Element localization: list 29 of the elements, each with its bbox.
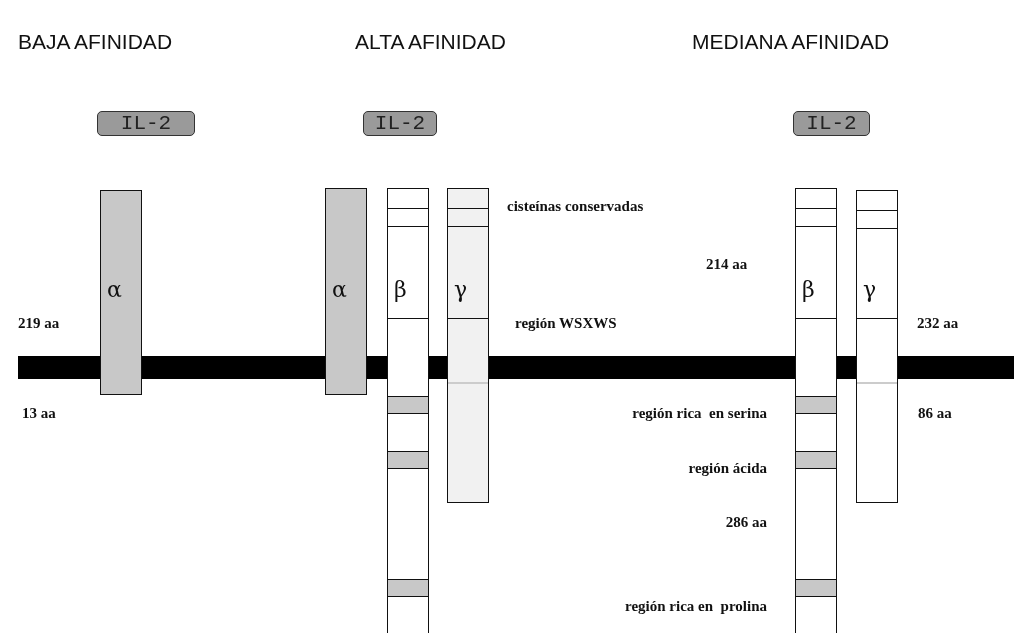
receptor-chain bbox=[100, 190, 142, 395]
chain-letter: γ bbox=[454, 279, 468, 301]
chain-letter: α bbox=[332, 279, 347, 301]
chain-letter: β bbox=[394, 279, 407, 301]
section-heading: ALTA AFINIDAD bbox=[355, 30, 506, 54]
annotation-text: región rica en serina bbox=[632, 404, 767, 423]
chain-letter: β bbox=[802, 279, 815, 301]
receptor-chain bbox=[795, 188, 837, 633]
receptor-chain bbox=[325, 188, 367, 395]
chain-letter: γ bbox=[863, 279, 877, 301]
receptor-chain bbox=[856, 190, 898, 503]
annotation-text: 286 aa bbox=[725, 513, 767, 532]
annotation-text: región ácida bbox=[688, 459, 767, 478]
ligand-box: IL-2 bbox=[97, 111, 195, 136]
annotation-text: 219 aa bbox=[18, 314, 60, 333]
section-heading: BAJA AFINIDAD bbox=[18, 30, 173, 54]
ligand-box: IL-2 bbox=[363, 111, 437, 136]
annotation-text: 86 aa bbox=[918, 404, 952, 423]
receptor-chain bbox=[447, 188, 489, 503]
annotation-text: región WSXWS bbox=[515, 314, 617, 333]
section-heading: MEDIANA AFINIDAD bbox=[692, 30, 890, 54]
receptor-chain bbox=[387, 188, 429, 633]
annotation-text: 214 aa bbox=[706, 255, 748, 274]
annotation-text: región rica en prolina bbox=[625, 597, 767, 616]
chain-letter: α bbox=[107, 279, 122, 301]
annotation-text: 232 aa bbox=[917, 314, 959, 333]
annotation-text: cisteínas conservadas bbox=[507, 197, 644, 216]
annotation-text: 13 aa bbox=[22, 404, 56, 423]
ligand-box: IL-2 bbox=[793, 111, 870, 136]
